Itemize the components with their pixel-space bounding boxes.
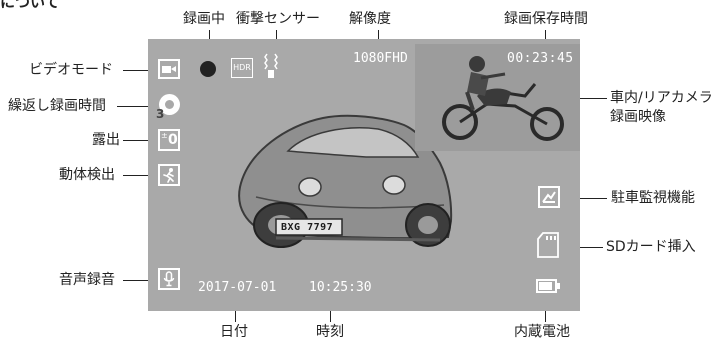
date-value: 2017-07-01 <box>198 280 277 295</box>
rec-time-value: 00:23:45 <box>507 51 574 66</box>
callout-time: 時刻 <box>316 324 344 340</box>
callout-resolution: 解像度 <box>349 11 391 27</box>
time-value: 10:25:30 <box>309 280 372 295</box>
leader-video-mode <box>123 70 151 71</box>
leader-parking <box>570 198 607 199</box>
shock-sensor-icon <box>264 53 278 78</box>
leader-audio <box>123 280 153 281</box>
callout-shock-sensor: 衝撃センサー <box>236 11 320 27</box>
callout-sd-card: SDカード挿入 <box>606 239 696 255</box>
microphone-icon <box>158 268 180 290</box>
motion-detection-icon <box>158 164 180 186</box>
video-camera-icon <box>158 59 180 79</box>
callout-exposure: 露出 <box>92 132 120 148</box>
callout-parking: 駐車監視機能 <box>611 190 695 206</box>
callout-inner-rear: 車内/リアカメラ 録画映像 <box>610 90 713 125</box>
loop-recording-icon: 3 <box>156 94 182 120</box>
rear-camera-inset: 00:23:45 <box>415 44 580 151</box>
car-illustration <box>238 114 453 248</box>
leader-loop <box>117 106 151 107</box>
callout-rec-save-time: 録画保存時間 <box>504 11 588 27</box>
callout-battery: 内蔵電池 <box>514 324 570 340</box>
leader-exposure <box>123 140 153 141</box>
page-title: について <box>0 0 60 11</box>
license-plate: BXG 7797 <box>281 222 334 233</box>
leader-sd <box>570 247 603 248</box>
sd-card-icon <box>537 232 559 258</box>
motorcycle-illustration <box>442 56 564 141</box>
loop-number: 3 <box>156 107 165 121</box>
leader-motion <box>123 175 153 176</box>
recording-dot-icon <box>200 61 216 77</box>
parking-monitor-icon <box>538 186 560 208</box>
hdr-label: HDR <box>233 63 251 72</box>
callout-video-mode: ビデオモード <box>29 62 113 78</box>
callout-loop-time: 繰返し録画時間 <box>8 98 106 114</box>
callout-audio: 音声録音 <box>59 272 115 288</box>
callout-date: 日付 <box>220 324 248 340</box>
exposure-icon: ± 0 <box>158 129 180 151</box>
callout-recording: 録画中 <box>183 11 225 27</box>
hdr-icon: HDR <box>231 58 253 78</box>
callout-motion: 動体検出 <box>59 167 115 183</box>
leader-inner-rear <box>580 98 607 99</box>
battery-icon <box>536 279 560 293</box>
resolution-value: 1080FHD <box>353 51 408 66</box>
